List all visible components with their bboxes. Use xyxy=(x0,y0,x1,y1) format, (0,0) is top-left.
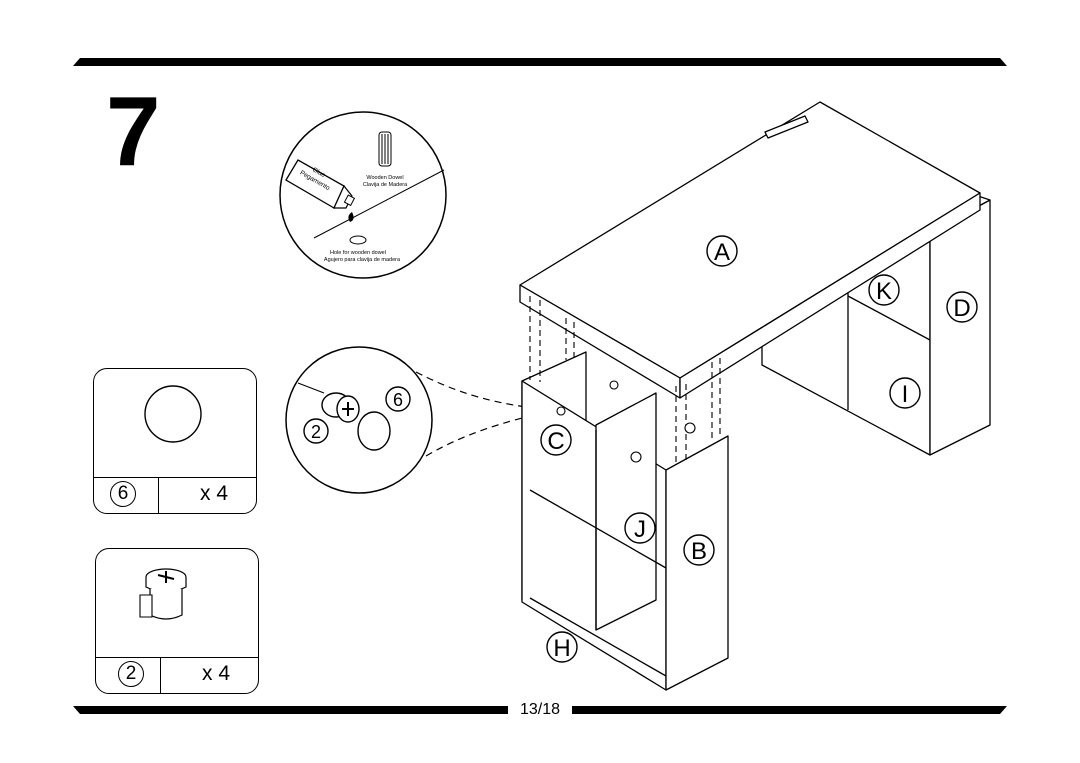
page-number: 13/18 xyxy=(508,700,572,720)
cap-cover-icon xyxy=(144,385,202,443)
cap-cover-icon xyxy=(357,411,391,451)
cam-lock-icon xyxy=(321,392,360,423)
part-number: 6 xyxy=(110,481,136,507)
step-number: 7 xyxy=(106,76,161,186)
part-quantity: x 4 xyxy=(202,662,231,685)
cam-lock-icon xyxy=(556,380,696,463)
part-quantity: x 4 xyxy=(200,482,229,505)
cam-number: 2 xyxy=(311,422,321,442)
dowel-label-es: Clavija de Madera xyxy=(363,182,408,188)
dowel-glue-detail: Wooden Dowel Clavija de Madera Hole for … xyxy=(278,110,448,280)
label-H: H xyxy=(553,635,570,662)
label-B: B xyxy=(691,538,707,565)
label-C: C xyxy=(547,428,564,455)
label-D: D xyxy=(953,295,970,322)
part-number: 2 xyxy=(118,661,144,687)
label-I: I xyxy=(902,381,909,408)
cap-number: 6 xyxy=(393,390,403,410)
hole-label: Hole for wooden dowel xyxy=(330,250,386,256)
dowel-hole-icon xyxy=(349,235,367,245)
label-A: A xyxy=(714,239,730,266)
dowel-label: Wooden Dowel xyxy=(366,175,403,181)
parts-box-cap: 6 x 4 xyxy=(93,368,257,514)
wooden-dowel-icon xyxy=(378,131,392,167)
cam-lock-icon xyxy=(139,568,187,620)
label-J: J xyxy=(634,516,646,543)
cam-lock-detail: 2 6 xyxy=(284,345,434,495)
parts-box-cam-lock: 2 x 4 xyxy=(95,548,259,694)
label-K: K xyxy=(876,278,892,305)
glue-tube-icon xyxy=(285,159,356,222)
hole-label-es: Agujero para clavija de madera xyxy=(324,257,401,263)
